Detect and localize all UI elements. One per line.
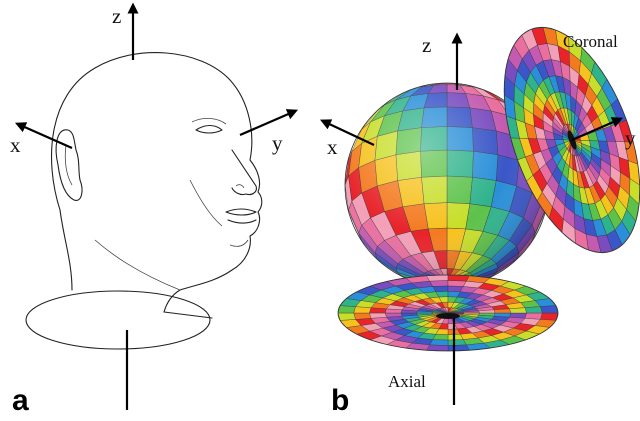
panel-a: z x y a	[10, 4, 293, 417]
panel-b-label: b	[331, 384, 349, 417]
sphere-y-label: y	[625, 126, 636, 150]
mouth	[226, 209, 256, 215]
coronal-label: Coronal	[563, 32, 618, 51]
head-y-label: y	[272, 131, 283, 155]
head-axes: z x y	[10, 4, 293, 410]
sphere-z-label: z	[422, 33, 431, 57]
ear	[56, 130, 82, 201]
eye	[196, 126, 222, 134]
axial-tile	[427, 275, 449, 281]
head-y-axis	[240, 112, 293, 135]
axial-tile	[525, 307, 542, 313]
axial-tile	[448, 340, 466, 346]
panel-a-label: a	[12, 384, 29, 417]
axial-tile	[448, 345, 470, 351]
neck-base	[26, 291, 210, 349]
axial-tile	[430, 280, 448, 286]
axial-tile	[541, 313, 559, 320]
axial-tile	[448, 275, 470, 281]
head-x-axis	[20, 125, 72, 148]
head-outline	[26, 53, 262, 349]
axial-tile	[427, 345, 449, 351]
axial-tile	[338, 306, 356, 313]
axial-label: Axial	[388, 372, 426, 391]
axial-tile	[510, 308, 527, 313]
head-z-label: z	[112, 4, 121, 28]
axial-tile	[338, 313, 356, 320]
panel-b: z x y Coronal Axial b	[325, 9, 640, 417]
axial-plane	[338, 275, 558, 351]
axial-tile	[354, 313, 371, 319]
head-x-label: x	[10, 133, 21, 157]
sphere-x-label: x	[327, 135, 338, 159]
axial-tile	[541, 306, 559, 313]
axial-tile	[369, 313, 386, 318]
